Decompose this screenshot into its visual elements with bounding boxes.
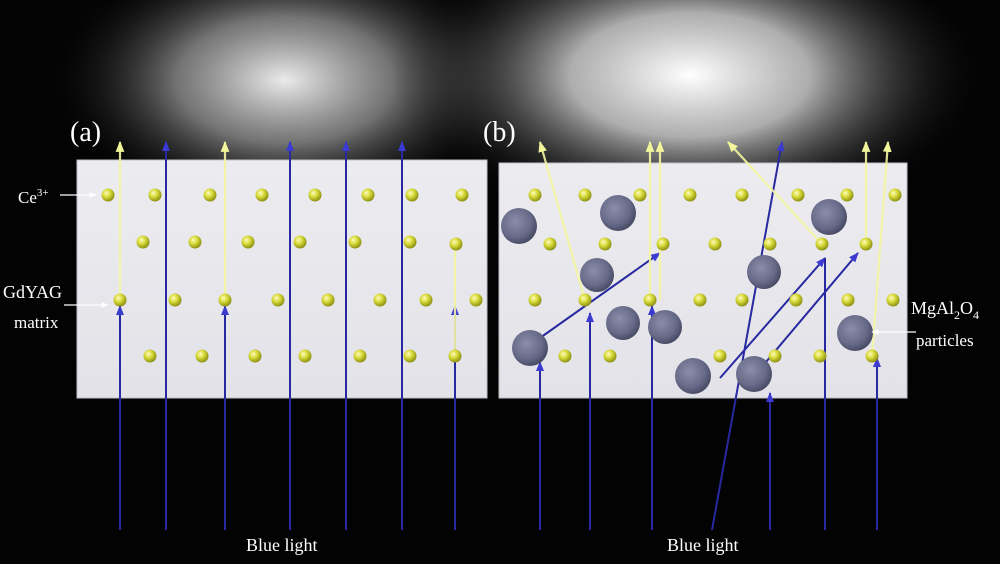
mgal2o4-particle [600, 195, 636, 231]
ce-ion [308, 188, 322, 202]
ce-ion [813, 349, 827, 363]
ce-ion [348, 235, 362, 249]
ce-ion [841, 293, 855, 307]
ce-ion [373, 293, 387, 307]
ce-ion [403, 235, 417, 249]
blue-light-ray [529, 252, 661, 346]
mgal2o4-particles [501, 195, 873, 394]
ce-ion [840, 188, 854, 202]
ce-ion [643, 293, 657, 307]
ce-ion [136, 235, 150, 249]
ce-ion [578, 188, 592, 202]
ce-ion [578, 293, 592, 307]
ce-ion [203, 188, 217, 202]
ce-label-main: Ce [18, 188, 37, 207]
ce-ion [148, 188, 162, 202]
ce-ion [241, 235, 255, 249]
ce-ion [248, 349, 262, 363]
ce-ion [633, 188, 647, 202]
particles-label-line1: MgAl2O4 [911, 298, 979, 322]
slab-a [76, 159, 488, 399]
ce-ion [361, 188, 375, 202]
ce-ion [528, 188, 542, 202]
ce-ions [101, 188, 902, 363]
blue-light-label-a: Blue light [246, 535, 318, 555]
ce-ion [143, 349, 157, 363]
particles-formula-o: O [960, 298, 973, 318]
ce-ion [255, 188, 269, 202]
ce-ion [218, 293, 232, 307]
mgal2o4-particle [736, 356, 772, 392]
ce-ion [353, 349, 367, 363]
ce-ion [271, 293, 285, 307]
ce-ion [168, 293, 182, 307]
yellow-light-ray [538, 140, 587, 301]
ce-ion [708, 237, 722, 251]
blue-light-ray [711, 141, 785, 531]
ce-ion [656, 237, 670, 251]
ce-ion [603, 349, 617, 363]
mgal2o4-particle [501, 208, 537, 244]
ce-ion [859, 237, 873, 251]
mgal2o4-particle [837, 315, 873, 351]
panel-label-b: (b) [483, 117, 516, 148]
mgal2o4-particle [648, 310, 682, 344]
ce-ion [469, 293, 483, 307]
ce-ion [101, 188, 115, 202]
yellow-light-ray [870, 140, 892, 357]
ce-ion [763, 237, 777, 251]
ce-ion [455, 188, 469, 202]
mgal2o4-particle [580, 258, 614, 292]
ce-ion-label: Ce3+ [18, 187, 49, 207]
mgal2o4-particle [606, 306, 640, 340]
matrix-label-line2: matrix [14, 313, 59, 332]
ce-ion [449, 237, 463, 251]
ce-ion [768, 349, 782, 363]
ce-ion [713, 349, 727, 363]
ce-ion [735, 188, 749, 202]
ce-ion [405, 188, 419, 202]
panel-label-a: (a) [70, 117, 101, 148]
ce-ion [693, 293, 707, 307]
ce-ion [188, 235, 202, 249]
mgal2o4-particle [811, 199, 847, 235]
ce-ion [448, 349, 462, 363]
ce-ion [791, 188, 805, 202]
ce-ion [403, 349, 417, 363]
particles-label-line2: particles [916, 331, 974, 350]
blue-light-ray [719, 257, 826, 379]
ce-ion [419, 293, 433, 307]
ce-ion [735, 293, 749, 307]
particles-formula-sub2: 2 [954, 308, 960, 322]
matrix-label-line1: GdYAG [3, 282, 62, 302]
mgal2o4-particle [675, 358, 711, 394]
mgal2o4-particle [747, 255, 781, 289]
particles-formula-sub4: 4 [973, 308, 979, 322]
ce-ion [321, 293, 335, 307]
ce-ion [528, 293, 542, 307]
ce-ion [886, 293, 900, 307]
ce-ion [683, 188, 697, 202]
blue-light-label-b: Blue light [667, 535, 739, 555]
ce-ion [558, 349, 572, 363]
light-rays [115, 140, 892, 531]
ce-ion [789, 293, 803, 307]
ce-label-sup: 3+ [37, 187, 49, 199]
ce-ion [298, 349, 312, 363]
ce-ion [598, 237, 612, 251]
ce-ion [888, 188, 902, 202]
ce-ion [815, 237, 829, 251]
ce-ion [113, 293, 127, 307]
ce-ion [195, 349, 209, 363]
ce-ion [543, 237, 557, 251]
ce-ion [293, 235, 307, 249]
yellow-light-ray [727, 141, 823, 245]
mgal2o4-particle [512, 330, 548, 366]
particles-formula-mgal: MgAl [911, 298, 954, 318]
ce-ion [865, 349, 879, 363]
